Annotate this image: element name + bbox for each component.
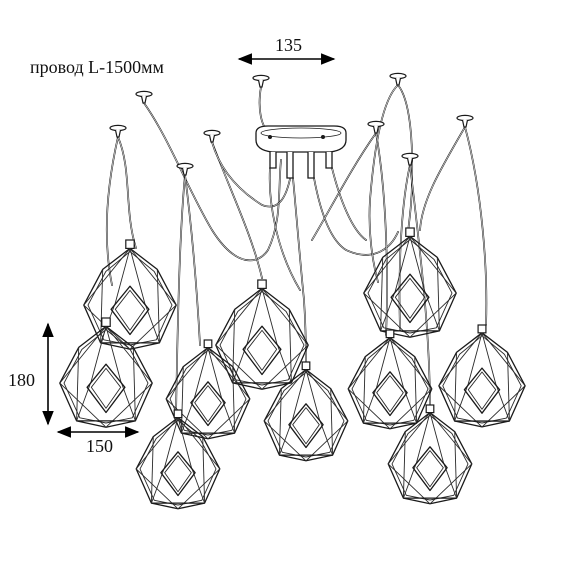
pendant-shade (363, 227, 457, 338)
ceiling-hooks (109, 72, 474, 176)
shades (59, 227, 526, 510)
pendant-shade (59, 317, 153, 428)
ceiling-canopy (255, 125, 347, 179)
cable (211, 141, 293, 208)
cable-length-note: провод L-1500мм (30, 57, 164, 77)
cable (143, 102, 282, 262)
cable (375, 132, 388, 336)
cable (313, 177, 399, 256)
cable (258, 86, 269, 133)
ceiling-hook (176, 162, 194, 176)
canopy-width-label: 135 (275, 35, 302, 55)
cable (464, 126, 488, 326)
pendant-shade (135, 409, 221, 510)
ceiling-hook (109, 124, 127, 138)
cable (368, 84, 399, 283)
ceiling-hook (367, 120, 385, 134)
pendant-shade (263, 361, 349, 462)
cable (117, 136, 137, 249)
shade-width-label: 150 (86, 436, 113, 456)
cable (409, 164, 431, 411)
cable (268, 167, 301, 291)
pendant-shade (438, 324, 526, 428)
shade-height-label: 180 (8, 370, 35, 390)
cable (175, 174, 186, 416)
cable (184, 174, 201, 346)
cable (419, 126, 466, 231)
cable (105, 136, 119, 286)
cable (331, 167, 367, 241)
pendant-shade (387, 404, 473, 505)
cable (398, 164, 411, 331)
pendant-shade (347, 329, 433, 430)
ceiling-hook (456, 114, 474, 128)
cable (311, 132, 377, 241)
pendant-shade (215, 279, 309, 390)
ceiling-hook (401, 152, 419, 166)
ceiling-hook (135, 90, 153, 104)
ceiling-hook (389, 72, 407, 86)
pendant-shade (165, 339, 251, 440)
ceiling-hook (252, 74, 270, 88)
ceiling-hook (203, 129, 221, 143)
